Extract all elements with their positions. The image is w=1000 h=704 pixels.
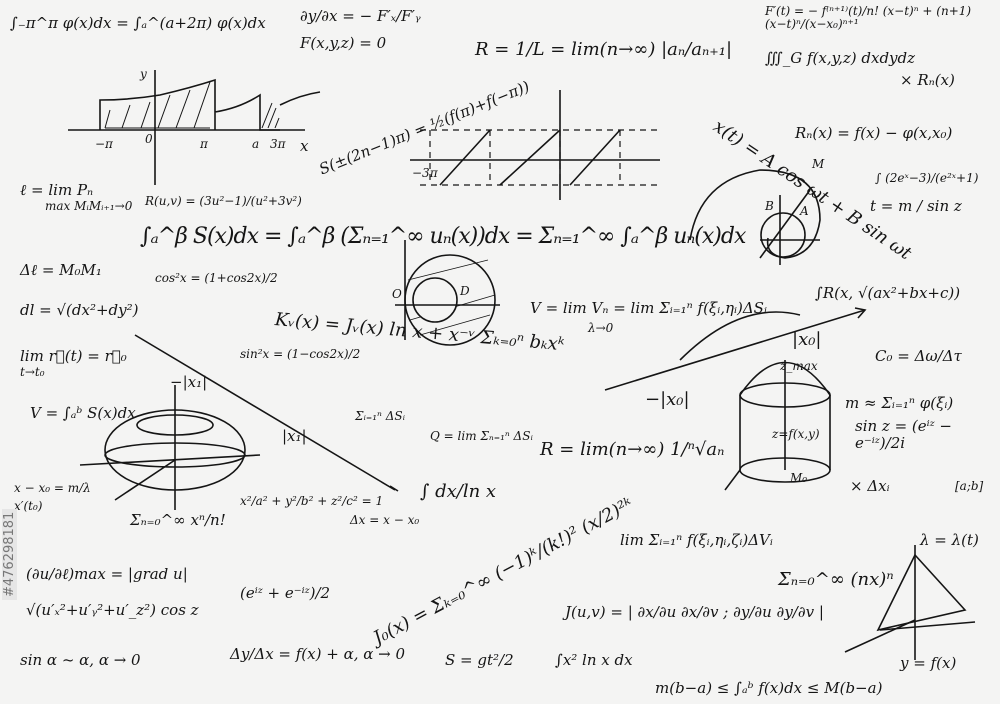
formula-angular: C₀ = Δω/Δτ: [875, 347, 962, 365]
formula-r-uv: R(u,v) = (3u²−1)/(u²+3v²): [145, 194, 302, 208]
label-x1: |x₁|: [282, 427, 307, 445]
formula-implicit-function: F(x,y,z) = 0: [300, 34, 387, 52]
periodic-area-graph: [68, 70, 321, 185]
formula-x2-lnx: ∫x² ln x dx: [555, 651, 633, 669]
formula-power-series: Σₙ₌₀^∞ (nx)ⁿ: [778, 569, 894, 590]
formula-irrational-integral: ∫R(x, √(ax²+bx+c)): [815, 284, 961, 302]
tick-neg-pi: −π: [95, 137, 113, 151]
axis-label-x: x: [300, 137, 309, 155]
formula-sin-squared: sin²x = (1−cos2x)/2: [240, 347, 361, 361]
formula-derivative-t0: x′(t₀): [14, 499, 43, 513]
label-m0: M₀: [790, 471, 808, 485]
cylinder-diagram: [724, 360, 831, 491]
formula-taylor-remainder: F′(t) = − f⁽ⁿ⁺¹⁾(t)/n! (x−t)ⁿ + (n+1)(x−…: [765, 4, 972, 32]
formula-exp-series: Σₙ₌₀^∞ xⁿ/n!: [130, 511, 226, 529]
label-m: M: [812, 157, 825, 171]
ellipsoid-diagram: [79, 385, 261, 510]
label-neg-x0: −|x₀|: [645, 389, 690, 410]
tick-3pi: 3π: [270, 137, 286, 151]
label-b: B: [765, 199, 774, 213]
formula-volume: V = ∫ₐᵇ S(x)dx: [30, 404, 136, 422]
formula-gradient: (∂u/∂ℓ)max = |grad u|: [26, 565, 188, 583]
formula-mass: m ≈ Σᵢ₌₁ⁿ φ(ξᵢ): [845, 394, 954, 412]
formula-cos-complex: (eⁱᶻ + e⁻ⁱᶻ)/2: [240, 584, 331, 602]
formula-interval: [a;b]: [955, 479, 984, 493]
formula-ellipsoid: x²/a² + y²/b² + z²/c² = 1: [240, 494, 384, 508]
formula-delta-l: Δℓ = M₀M₁: [20, 261, 102, 279]
formula-difference-quotient: Δy/Δx = f(x) + α, α → 0: [230, 645, 406, 663]
formula-triple-integral: ∭_G f(x,y,z) dxdydz: [765, 49, 916, 67]
formula-delta-xi: × Δxᵢ: [850, 477, 890, 495]
formula-arc-length: ℓ = lim Pₙ: [20, 181, 94, 199]
label-x0: |x₀|: [792, 329, 822, 350]
formula-series-integration: ∫ₐ^β S(x)dx = ∫ₐ^β (Σₙ₌₁^∞ uₙ(x))dx = Σₙ…: [140, 224, 746, 249]
formula-sin-complex: sin z = (eⁱᶻ − e⁻ⁱᶻ)/2i: [855, 417, 952, 452]
formula-gradient-norm: √(u′ₓ²+u′ᵧ²+u′_z²) cos z: [26, 601, 199, 619]
formula-y-fx: y = f(x): [900, 654, 957, 672]
sawtooth-graph: [410, 90, 660, 200]
formula-lambda-limit: λ→0: [588, 321, 614, 335]
formula-periodic-integral: ∫₋π^π φ(x)dx = ∫ₐ^(a+2π) φ(x)dx: [10, 14, 266, 32]
formula-cauchy-radius: R = lim(n→∞) 1/ⁿ√aₙ: [540, 439, 725, 460]
label-neg-x1: −|x₁|: [170, 373, 208, 391]
label-region-d: D: [460, 284, 470, 298]
formula-lambda: λ = λ(t): [920, 531, 979, 549]
label-zmax: z_max: [780, 359, 818, 373]
tick-neg-3pi: −3π: [412, 166, 438, 180]
axis-label-y: y: [140, 67, 147, 81]
formula-log-integral: ∫ dx/ln x: [420, 481, 497, 502]
label-surface: z=f(x,y): [772, 427, 820, 441]
formula-remainder: Rₙ(x) = f(x) − φ(x,x₀): [795, 124, 953, 142]
formula-mean-value: m(b−a) ≤ ∫ₐᵇ f(x)dx ≤ M(b−a): [655, 679, 883, 697]
tetrahedron-diagram: [844, 545, 976, 660]
label-origin: O: [392, 287, 402, 301]
formula-dl: dl = √(dx²+dy²): [20, 301, 139, 319]
formula-small-angle: sin α ~ α, α → 0: [20, 651, 141, 669]
tick-a: a: [252, 137, 260, 151]
formula-vector-limit: lim r⃗(t) = r⃗₀: [20, 347, 127, 365]
formula-arc-length-limit: max MᵢMᵢ₊₁→0: [45, 199, 133, 213]
formula-delta-x: Δx = x − x₀: [350, 513, 420, 527]
label-a: A: [800, 204, 809, 218]
formula-free-fall: S = gt²/2: [445, 651, 514, 669]
formula-exp-integral: ∫ (2eˣ−3)/(e²ˣ+1): [875, 171, 979, 185]
formula-remainder-times: × Rₙ(x): [900, 71, 955, 89]
formula-t: t = m / sin z: [870, 197, 962, 215]
line-arrow: [134, 307, 867, 492]
formula-radius-convergence: R = 1/L = lim(n→∞) |aₙ/aₙ₊₁|: [475, 39, 733, 60]
annulus-diagram: [395, 240, 500, 346]
stock-watermark: #476298181: [2, 508, 17, 600]
formula-implicit-derivative: ∂y/∂x = − F′ₓ/F′ᵧ: [300, 7, 421, 25]
formula-line-eq: x − x₀ = m/λ: [14, 481, 91, 495]
formula-vector-limit-sub: t→t₀: [20, 365, 45, 379]
tick-zero: 0: [145, 132, 153, 146]
tick-pi: π: [200, 137, 208, 151]
formula-volume-limit: V = lim Vₙ = lim Σᵢ₌₁ⁿ f(ξᵢ,ηᵢ)ΔSᵢ: [530, 299, 767, 317]
formula-cos-squared: cos²x = (1+cos2x)/2: [155, 271, 278, 285]
spiral-diagram: [689, 169, 821, 265]
formula-jacobian: J(u,v) = | ∂x/∂u ∂x/∂v ; ∂y/∂u ∂y/∂v |: [565, 603, 824, 621]
formula-q-limit: Q = lim Σₙ₌₁ⁿ ΔSᵢ: [430, 429, 533, 443]
formula-triple-sum: lim Σᵢ₌₁ⁿ f(ξᵢ,ηᵢ,ζᵢ)ΔVᵢ: [620, 531, 773, 549]
formula-sum-ds: Σᵢ₌₁ⁿ ΔSᵢ: [355, 409, 406, 423]
